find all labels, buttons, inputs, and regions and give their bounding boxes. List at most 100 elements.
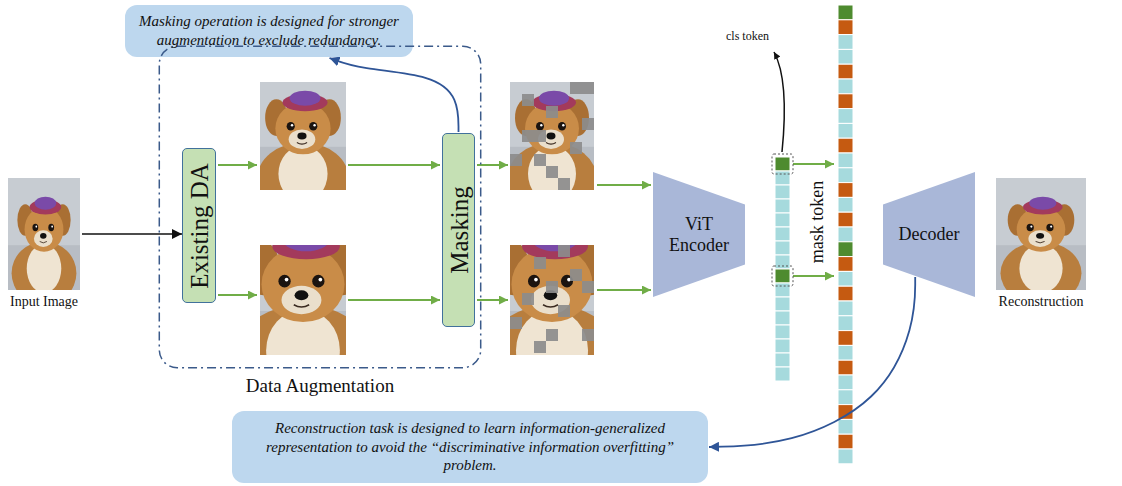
mask-token-column [838,390,853,405]
mask-patch [534,257,546,269]
reconstruction-photo-image [996,178,1086,305]
mask-token-column [838,138,853,153]
process-box: Existing DA [182,148,216,303]
encoder-token-column [775,367,790,381]
mask-token-column [838,183,853,198]
output-photo: Reconstruction [996,178,1086,290]
mask-token-column [838,168,853,183]
encoder-token-column [775,339,790,353]
trapezoid-shape [883,172,975,297]
encoder-token-column [775,269,790,283]
augmented-photo [252,69,354,216]
masked-photo [477,69,627,412]
flow-arrow [597,289,651,291]
augmented-photo [226,69,380,412]
encoder-token-column [775,255,790,269]
mask-patch [558,305,570,317]
mask-token-column [838,375,853,390]
process-box: Masking [442,133,475,327]
mask-patch [570,82,582,94]
mask-patch [582,329,594,341]
node-text: Existing DA [187,163,212,289]
flow-arrow [793,163,834,165]
cls-token-outline [772,266,793,286]
note-callout: Masking operation is designed for strong… [125,5,413,57]
encoder-token-column [775,283,790,297]
mask-patch [510,82,594,353]
mask-patch [546,106,558,118]
mask-token-column [838,20,853,35]
input-photo-image [8,178,80,305]
input-photo-image [8,178,80,305]
reconstruction-photo-image [996,178,1086,305]
input-photo-image [8,178,80,305]
flow-arrow [348,164,440,166]
masked-photo [502,69,602,216]
mask-token-column [838,109,853,124]
mask-patch [546,329,558,341]
encoder-token-column [775,353,790,367]
mask-token-column [838,227,853,242]
group-outline [159,46,480,367]
token-label: cls token [726,30,769,43]
decoder-block: Decoder [883,172,975,297]
mask-patch [558,245,570,257]
encoder-token-column [775,185,790,199]
annotation-arrow [329,58,458,132]
mask-token-column [838,360,853,375]
node-text: Decoder [894,224,964,245]
masked-photo [477,198,627,412]
cls-token-outline [772,154,793,286]
mask-token-column [838,316,853,331]
flow-arrow [218,164,257,166]
mask-token-column [838,301,853,316]
reconstruction-photo-image [996,178,1086,305]
encoder-token-column [775,325,790,339]
mask-token-column [838,449,853,464]
mask-patch [582,281,594,293]
caption-text: Data Augmentation [246,375,394,398]
mask-token-column [838,257,853,272]
node-text: Masking [446,186,471,274]
flow-arrow [348,299,440,301]
mask-patch [522,293,534,305]
mask-token-column [838,5,853,20]
encoder-token-column [775,171,790,185]
node-text: ViT Encoder [664,214,734,255]
mask-token-column [838,94,853,109]
trapezoid-shape [653,172,745,297]
mask-token-column [838,212,853,227]
mask-patch [582,118,594,130]
mask-token-column [838,79,853,94]
mask-token-column [838,35,853,50]
token-label: mask token [808,181,828,264]
mask-token-column [838,242,853,257]
encoder-token-column [775,157,790,381]
mask-patch [534,341,546,353]
encoder-token-column [775,311,790,325]
mask-token-column [838,434,853,449]
mask-token-column [838,345,853,360]
leader-line [774,52,784,152]
mask-patch [570,142,582,154]
mask-patch [546,166,558,178]
flow-arrow [82,233,182,235]
mask-token-column [838,197,853,212]
mask-patch [534,130,546,142]
leader-line [774,52,784,152]
note-callout: Reconstruction task is designed to learn… [232,411,708,483]
flow-arrow [477,299,508,301]
mask-patch [534,154,546,166]
masked-photo [502,69,602,216]
mask-token-column [838,331,853,346]
mask-token-column [838,64,853,79]
mask-token-column [838,123,853,138]
augmented-photo [252,69,354,216]
encoder-token-column [775,227,790,241]
flow-arrow [477,164,508,166]
flow-arrow [218,294,257,296]
encoder-token-column [775,213,790,227]
mask-patch [510,317,522,329]
